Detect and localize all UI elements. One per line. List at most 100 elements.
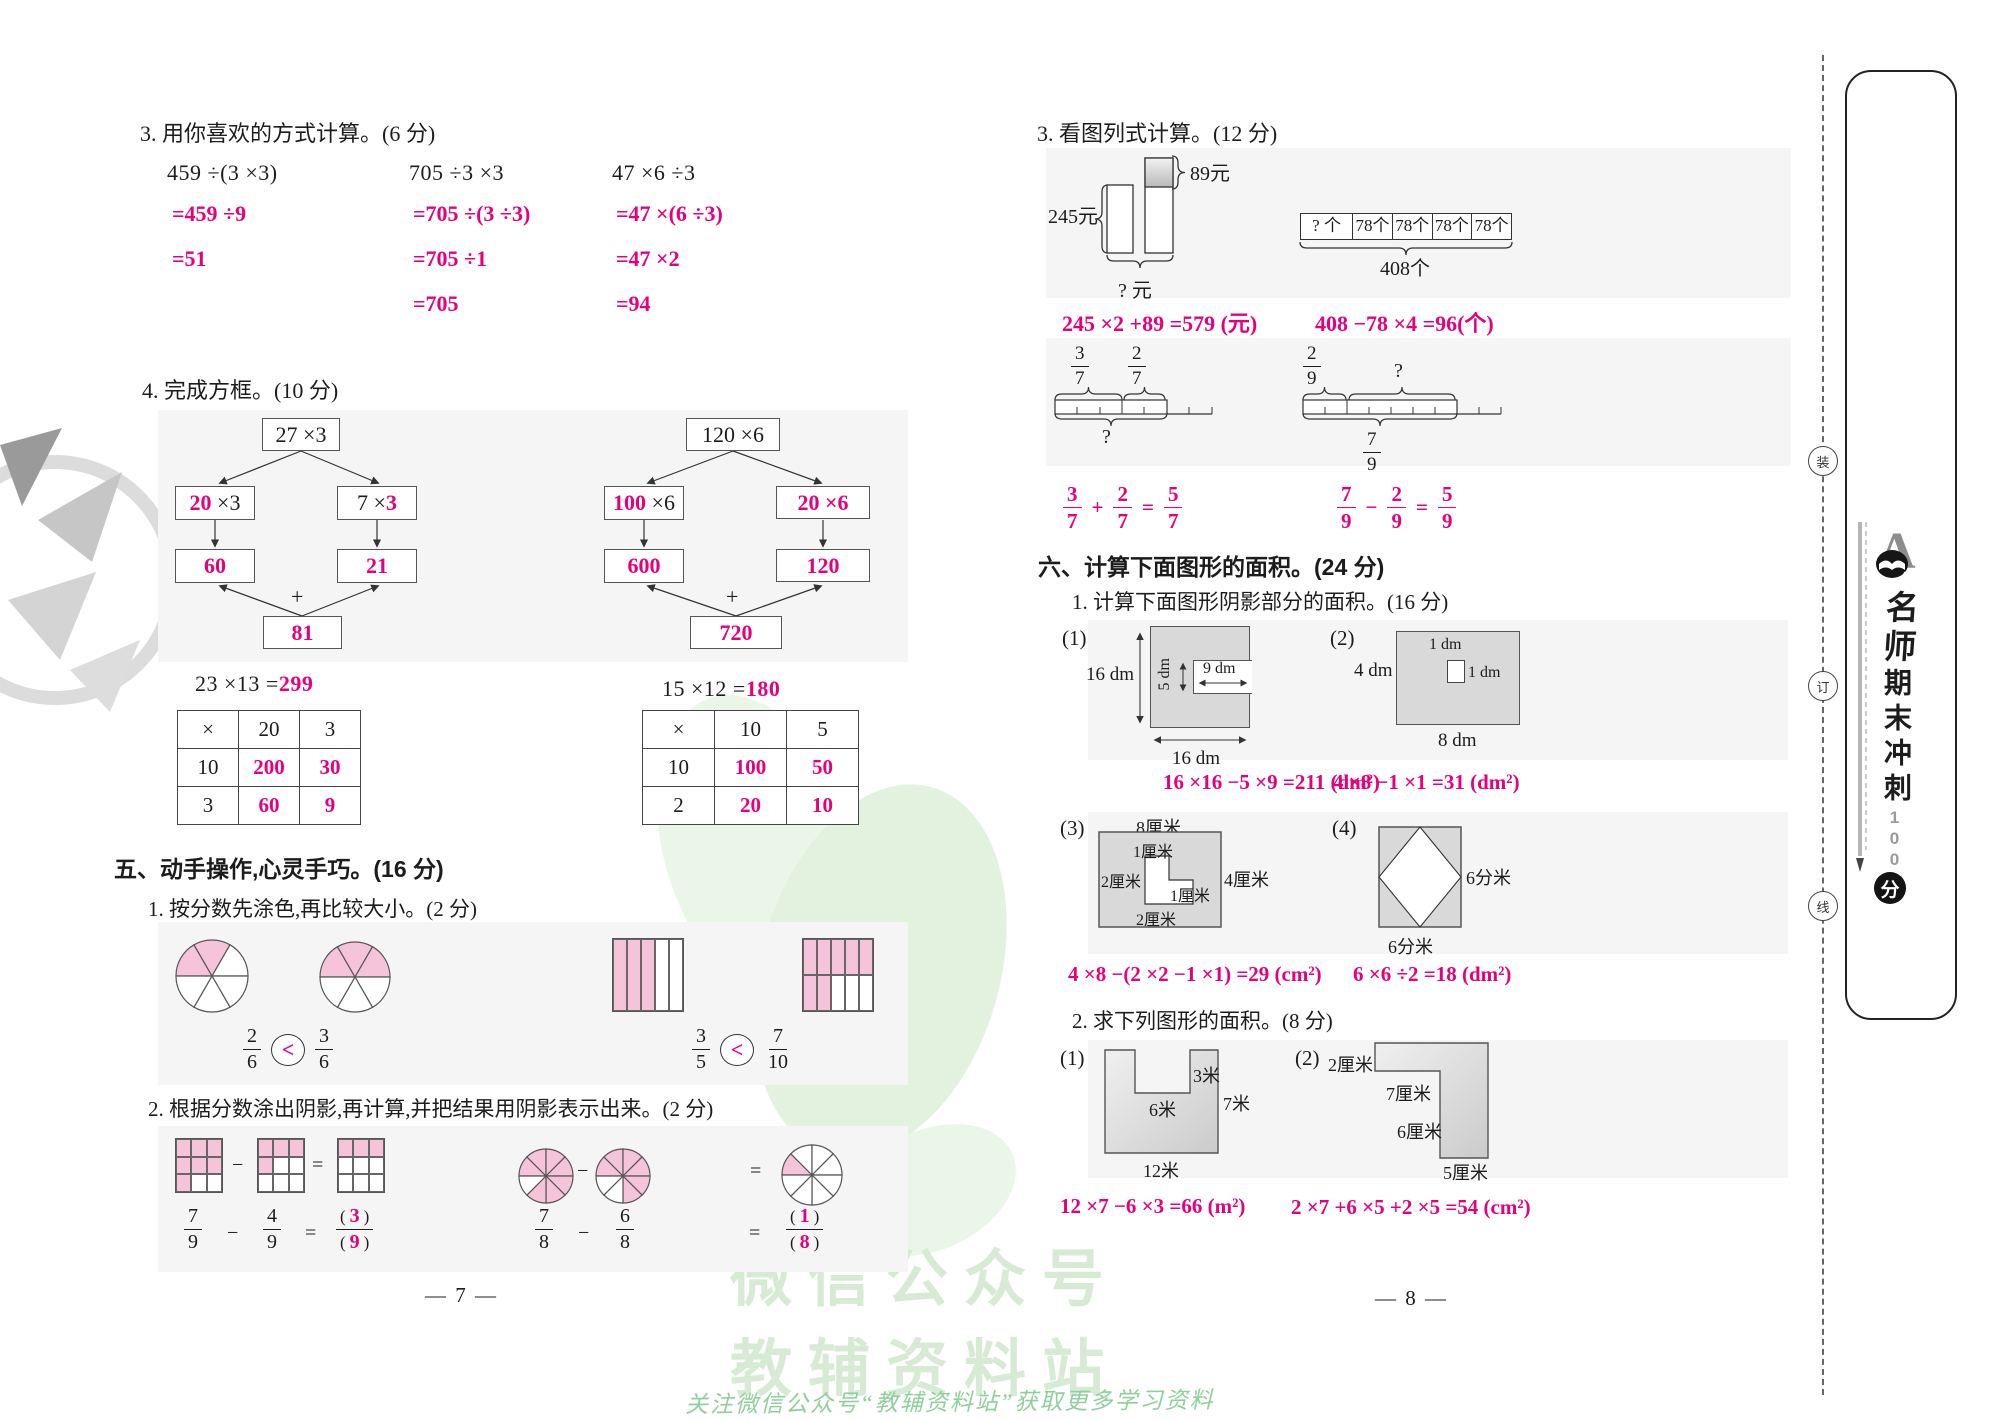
fc2-right-box: 20 ×6 [776, 486, 870, 519]
gray-logo-watermark [0, 428, 180, 712]
fig3-two-bottom-label: 2厘米 [1136, 912, 1177, 929]
mul-eq-1: 23 ×13 =299 [195, 671, 314, 696]
q3-expr-2: 705 ÷3 ×3 [409, 160, 504, 185]
q3-step: =705 [413, 291, 459, 316]
fig1-varrow-5 [1179, 662, 1187, 692]
grid-3-9 [337, 1138, 385, 1193]
fig6-number: (2) [1295, 1046, 1320, 1070]
fig2-hole [1447, 660, 1465, 683]
equals-sign: = [749, 1222, 761, 1244]
extra-label: 89元 [1190, 163, 1230, 185]
q3-step: =51 [172, 246, 207, 271]
fig4-shape [1378, 826, 1462, 928]
fig1-varrow-16 [1136, 632, 1144, 724]
compare-op-circle: < [271, 1033, 305, 1066]
fraction-tape-1 [1054, 386, 1213, 427]
result-fraction: ( 1 ) ( 8 ) [786, 1206, 824, 1253]
equals-sign: = [750, 1160, 762, 1182]
fig2-answer: 4 ×8 −1 ×1 =31 (dm²) [1333, 770, 1520, 794]
q3-expr-1: 459 ÷(3 ×3) [167, 160, 278, 185]
fig5-three-label: 3米 [1193, 1066, 1220, 1086]
fc2-bottom-box: 720 [690, 616, 782, 649]
fig6-answer: 2 ×7 +6 ×5 +2 ×5 =54 (cm²) [1291, 1195, 1531, 1219]
fraction-tape-2 [1302, 386, 1502, 427]
equals-sign: = [312, 1154, 324, 1176]
sidebar-rule [1856, 522, 1867, 872]
compare-op-circle: < [720, 1033, 754, 1066]
fig6-shape [1374, 1042, 1489, 1159]
d2-answer: 408 −78 ×4 =96(个) [1315, 311, 1494, 336]
s5-q2-title: 2. 根据分数涂出阴影,再计算,并把结果用阴影表示出来。(2 分) [148, 1097, 714, 1121]
fig3-number: (3) [1060, 816, 1085, 840]
strips-7-10 [802, 938, 874, 1012]
fig2-one-right-label: 1 dm [1468, 664, 1501, 681]
binding-mark-ding: 订 [1808, 671, 1838, 701]
watermark-line3: 关注微信公众号“教辅资料站”获取更多学习资料 [684, 1387, 1215, 1418]
binding-mark-xian: 线 [1808, 891, 1838, 921]
minus-sign: − [577, 1160, 589, 1182]
fig5-twelve-label: 12米 [1143, 1161, 1179, 1181]
minus-sign: − [232, 1154, 244, 1176]
fig2-bottom-label: 8 dm [1438, 730, 1477, 751]
equals-sign: = [305, 1222, 317, 1244]
s6-q1-title: 1. 计算下面图形阴影部分的面积。(16 分) [1072, 590, 1449, 614]
fig4-answer: 6 ×6 ÷2 =18 (dm²) [1353, 962, 1512, 986]
watermark-line2: 教辅资料站 [730, 1335, 1121, 1404]
question-mark: ? [1102, 426, 1111, 448]
sidebar-fen-badge: 分 [1874, 872, 1906, 904]
fig4-bottom-label: 6分米 [1388, 937, 1433, 957]
fc1-top-box: 27 ×3 [262, 418, 340, 451]
fc2-plus: + [726, 584, 739, 609]
fc1-plus: + [291, 584, 304, 609]
fig3-shape [1098, 831, 1222, 928]
fig1-notch [1193, 660, 1252, 694]
fig1-harrow-9 [1198, 679, 1248, 687]
fig3-one-label: 1厘米 [1133, 844, 1174, 861]
segment-tape-brace [1299, 241, 1513, 256]
s5-q1-title: 1. 按分数先涂色,再比较大小。(2 分) [148, 897, 477, 921]
sidebar-frame [1845, 70, 1957, 1020]
section6-title: 六、计算下面图形的面积。(24 分) [1038, 554, 1385, 580]
fig5-seven-label: 7米 [1223, 1094, 1250, 1114]
brand-a-logo: A [1876, 523, 1916, 580]
pie-3-6 [318, 940, 392, 1014]
grid-4-9 [257, 1138, 305, 1193]
total-label: 408个 [1380, 258, 1430, 280]
fig1-five-label: 5 dm [1156, 658, 1173, 691]
fig3-answer: 4 ×8 −(2 ×2 −1 ×1) =29 (cm²) [1068, 962, 1322, 986]
fig6-five-label: 5厘米 [1443, 1163, 1488, 1183]
price-label: 245元 [1048, 206, 1098, 228]
d1-answer: 245 ×2 +89 =579 (元) [1062, 311, 1258, 336]
fig1-harrow-16 [1153, 736, 1247, 744]
section5-title: 五、动手操作,心灵手巧。(16 分) [114, 856, 444, 882]
sidebar-slogan: 期末冲刺 [1881, 668, 1912, 808]
right-q3-title: 3. 看图列式计算。(12 分) [1037, 121, 1278, 146]
fc1-right-mid-box: 21 [337, 549, 417, 583]
fc1-left-box: 20 ×3 [175, 486, 255, 520]
fig1-nine-label: 9 dm [1203, 660, 1236, 677]
fc2-left-box: 100 ×6 [604, 486, 684, 520]
fig2-number: (2) [1330, 626, 1355, 650]
s6-q2-title: 2. 求下列图形的面积。(8 分) [1072, 1009, 1333, 1033]
q3-expr-3: 47 ×6 ÷3 [612, 160, 696, 185]
page-number-8: — 8 — [1375, 1286, 1448, 1310]
q3-step: =47 ×2 [616, 246, 680, 271]
fc1-right-box: 7 ×3 [337, 486, 417, 520]
pie-7-8 [517, 1147, 575, 1205]
